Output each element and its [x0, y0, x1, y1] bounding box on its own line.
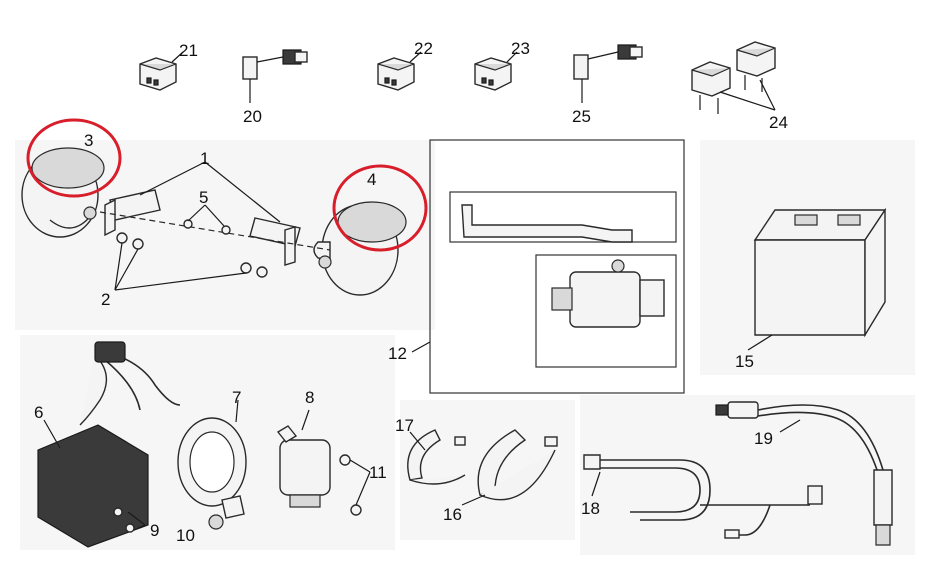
callout-25: 25 [572, 107, 591, 126]
callout-3: 3 [84, 131, 93, 150]
spark-cap-19 [715, 401, 893, 546]
callout-15: 15 [735, 352, 754, 371]
callout-21: 21 [179, 41, 198, 60]
highlight-circle-4 [332, 164, 428, 252]
relay-24 [691, 41, 776, 114]
regulator-6 [37, 341, 181, 548]
leaders-1-2-5 [114, 161, 281, 291]
highlight-circle-3 [26, 118, 122, 198]
callout-24: 24 [769, 113, 788, 132]
callout-16: 16 [443, 505, 462, 524]
callout-5: 5 [199, 188, 208, 207]
headlight-4 [313, 201, 407, 296]
strap-16 [461, 429, 558, 506]
callout-10: 10 [176, 526, 195, 545]
bolts-2 [116, 219, 268, 278]
sensor-25 [573, 44, 643, 103]
coil-8 [276, 409, 371, 516]
connector-23 [474, 51, 518, 91]
starter-box-12 [411, 139, 685, 394]
callout-23: 23 [511, 39, 530, 58]
bracket-1 [99, 189, 331, 266]
callout-17: 17 [395, 416, 414, 435]
callout-8: 8 [305, 388, 314, 407]
callout-6: 6 [34, 403, 43, 422]
callout-18: 18 [581, 499, 600, 518]
ring-7 [177, 399, 247, 530]
battery-15 [747, 207, 887, 351]
connector-21 [139, 51, 184, 91]
callout-2: 2 [101, 290, 110, 309]
callout-9: 9 [150, 521, 159, 540]
harness-18 [583, 454, 823, 539]
callout-22: 22 [414, 39, 433, 58]
callout-12: 12 [388, 344, 407, 363]
callout-11: 11 [369, 463, 387, 482]
callout-7: 7 [232, 388, 241, 407]
callout-4: 4 [367, 170, 376, 189]
sensor-20 [242, 49, 308, 103]
callout-labels: 21 20 22 23 25 24 3 1 4 5 2 12 15 6 7 8 … [34, 39, 788, 545]
callout-19: 19 [754, 429, 773, 448]
strap-17 [407, 429, 466, 485]
connector-22 [377, 51, 422, 91]
callout-20: 20 [243, 107, 262, 126]
callout-1: 1 [200, 149, 209, 168]
